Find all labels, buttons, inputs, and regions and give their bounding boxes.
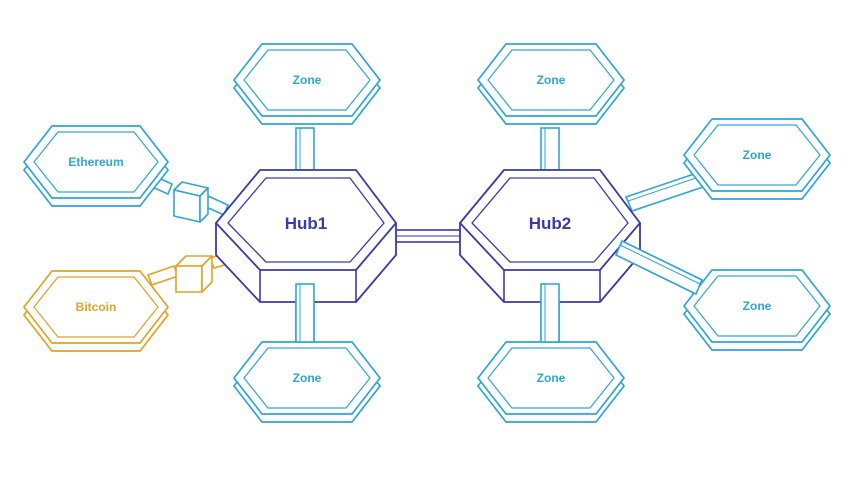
hub-2-label: Hub2 [529, 214, 572, 233]
zone-hub1-top-label: Zone [293, 73, 322, 87]
zone-hub1-top: Zone [232, 43, 382, 125]
zone-bitcoin-label: Bitcoin [76, 300, 117, 314]
zone-hub1-bottom-label: Zone [293, 371, 322, 385]
zone-hub2-right-upper-label: Zone [743, 148, 772, 162]
zone-ethereum-label: Ethereum [68, 155, 123, 169]
zone-hub2-right-upper: Zone [682, 118, 832, 200]
zone-hub2-right-lower: Zone [682, 269, 832, 351]
zone-hub2-right-lower-label: Zone [743, 299, 772, 313]
connector-hub2-zone-top [540, 127, 560, 171]
zone-hub2-bottom: Zone [476, 341, 626, 423]
connector-overlays [295, 239, 704, 343]
connector-hub2-zone-right-upper [624, 171, 708, 212]
zone-ethereum: Ethereum [22, 125, 170, 207]
zone-bitcoin: Bitcoin [22, 270, 170, 352]
connector-hub1-hub2 [391, 229, 465, 243]
hub-2: Hub2 [459, 169, 641, 303]
zone-hub2-bottom-label: Zone [537, 371, 566, 385]
hub-1-label: Hub1 [285, 214, 328, 233]
peg-zone-ethereum [173, 181, 209, 223]
zone-hub1-bottom: Zone [232, 341, 382, 423]
zone-hub2-top-label: Zone [537, 73, 566, 87]
peg-zone-bitcoin [175, 255, 213, 293]
connector-hub1-zone-top [295, 127, 315, 171]
hub-1: Hub1 [215, 169, 397, 303]
zone-hub2-top: Zone [476, 43, 626, 125]
